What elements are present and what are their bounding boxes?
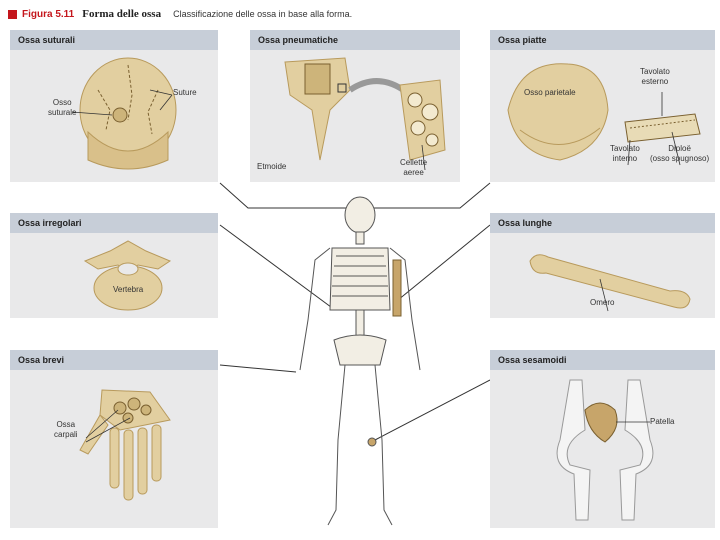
vertebra-illustration — [10, 233, 218, 318]
panel-ossa-piatte: Ossa piatte Osso parietale Tavolato este… — [490, 30, 715, 182]
label-cellette-aeree: Cellette aeree — [400, 158, 427, 178]
skull-illustration — [10, 50, 218, 182]
hand-illustration — [10, 370, 218, 528]
highlight-humerus — [393, 260, 401, 316]
panel-ossa-pneumatiche: Ossa pneumatiche Etmoide Cellette aeree — [250, 30, 460, 182]
label-patella: Patella — [650, 417, 674, 427]
panel-title: Ossa lunghe — [490, 213, 715, 233]
label-osso-suturale: Osso suturale — [48, 98, 76, 118]
panel-title: Ossa piatte — [490, 30, 715, 50]
panel-ossa-irregolari: Ossa irregolari Vertebra — [10, 213, 218, 318]
label-vertebra: Vertebra — [113, 285, 143, 295]
panel-title: Ossa irregolari — [10, 213, 218, 233]
label-tavolato-esterno: Tavolato esterno — [640, 67, 670, 87]
panel-ossa-suturali: Ossa suturali Osso suturale Suture — [10, 30, 218, 182]
panel-ossa-sesamoidi: Ossa sesamoidi Patella — [490, 350, 715, 528]
label-etmoide: Etmoide — [257, 162, 286, 172]
panel-ossa-brevi: Ossa brevi Ossa carpali — [10, 350, 218, 528]
label-tavolato-interno: Tavolato interno — [610, 144, 640, 164]
label-omero: Omero — [590, 298, 614, 308]
panel-title: Ossa suturali — [10, 30, 218, 50]
skeleton-illustration — [270, 190, 450, 535]
panel-title: Ossa brevi — [10, 350, 218, 370]
label-osso-parietale: Osso parietale — [524, 88, 576, 98]
panel-title: Ossa pneumatiche — [250, 30, 460, 50]
label-ossa-carpali: Ossa carpali — [54, 420, 78, 440]
panel-title: Ossa sesamoidi — [490, 350, 715, 370]
patella-illustration — [490, 370, 715, 528]
label-diploe: Diploë (osso spugnoso) — [650, 144, 709, 164]
panel-ossa-lunghe: Ossa lunghe Omero — [490, 213, 715, 318]
label-suture: Suture — [173, 88, 197, 98]
